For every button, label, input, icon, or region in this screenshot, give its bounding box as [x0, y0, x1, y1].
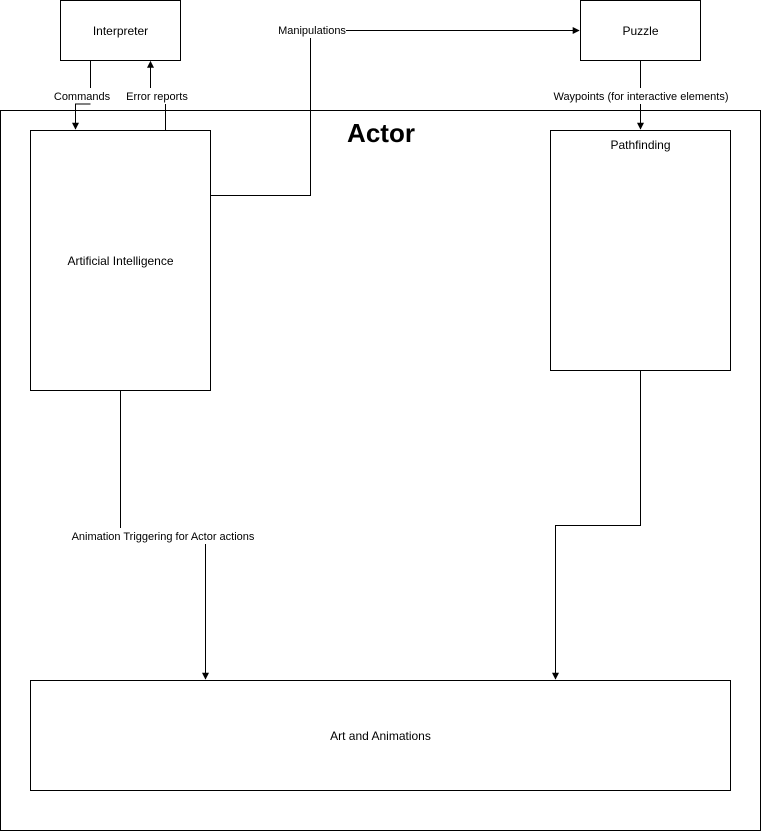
edge-label-waypoints: Waypoints (for interactive elements) [553, 91, 728, 103]
ai-node: Artificial Intelligence [30, 130, 211, 391]
edge-commands: Commands [52, 60, 112, 130]
interpreter-node: Interpreter [60, 0, 181, 61]
pathfinding-label: Pathfinding [610, 138, 670, 152]
art-label: Art and Animations [330, 729, 431, 743]
actor-title: Actor [347, 118, 415, 148]
edge-error-reports: Error reports [124, 62, 190, 131]
edge-label-commands: Commands [54, 91, 111, 103]
interpreter-label: Interpreter [93, 24, 148, 38]
edge-manipulations: Manipulations [210, 23, 580, 196]
edge-label-animation-triggering: Animation Triggering for Actor actions [72, 531, 255, 543]
art-node: Art and Animations [30, 680, 731, 791]
puzzle-node: Puzzle [580, 0, 701, 61]
edge-label-error-reports: Error reports [126, 91, 188, 103]
edge-pathfinding-to-art [552, 370, 641, 680]
pathfinding-node: Pathfinding [550, 130, 731, 371]
puzzle-label: Puzzle [622, 24, 658, 38]
edge-waypoints: Waypoints (for interactive elements) [550, 60, 732, 130]
ai-label: Artificial Intelligence [67, 254, 173, 268]
edge-animation-triggering: Animation Triggering for Actor actions [66, 390, 260, 680]
edge-label-manipulations: Manipulations [278, 25, 346, 37]
